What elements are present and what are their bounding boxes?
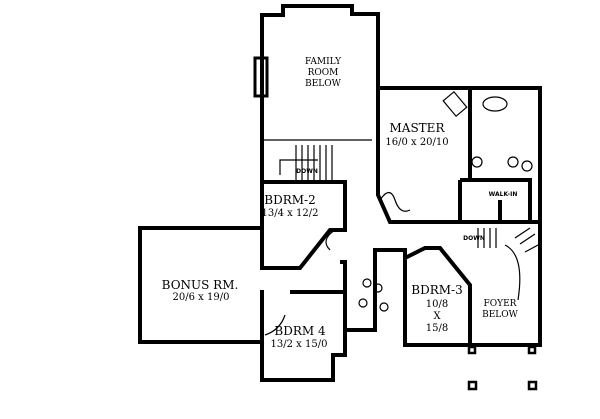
bdrm2-size: 13/4 x 12/2: [262, 208, 319, 219]
master-inner-wall: [376, 88, 462, 224]
bdrm2-walls: [260, 140, 347, 270]
sink: [373, 283, 383, 293]
bdrm4-size: 13/2 x 15/0: [271, 339, 328, 350]
master-size: 16/0 x 20/10: [385, 137, 448, 148]
family-room-walls: [260, 4, 380, 140]
master-label: MASTER: [390, 121, 446, 135]
bdrm2-label: BDRM-2: [264, 193, 315, 207]
sink: [362, 278, 372, 288]
fixtures: [264, 90, 533, 336]
door-swing: [325, 229, 336, 251]
bonus-walls: [138, 226, 262, 344]
walkin-walls: [460, 178, 532, 222]
bathtub: [482, 96, 508, 112]
fireplace: [253, 56, 269, 98]
foyer-label: FOYER: [484, 299, 517, 309]
bdrm3-size: 10/8: [426, 299, 448, 310]
door-swing: [379, 191, 411, 212]
toilet: [358, 298, 368, 308]
stairs: DOWN DOWN: [279, 145, 541, 301]
fireplace-master: [442, 90, 468, 118]
bdrm3-label: BDRM-3: [411, 283, 462, 297]
door-swing: [264, 314, 286, 336]
bdrm3-size: 15/8: [426, 323, 448, 334]
bdrm3-walls: [403, 246, 472, 347]
stair-down-label-2: DOWN: [463, 235, 485, 242]
bdrm4-label: BDRM 4: [274, 324, 326, 338]
toilet: [521, 160, 533, 172]
bdrm3-size: X: [433, 311, 441, 322]
family-room-label: ROOM: [308, 68, 339, 78]
bonus-room-label: BONUS RM.: [162, 278, 239, 292]
porch-posts: [467, 345, 538, 391]
family-room-label: FAMILY: [305, 57, 342, 67]
bonus-room-size: 20/6 x 19/0: [173, 292, 230, 303]
family-room-label: BELOW: [305, 79, 342, 89]
sink: [507, 156, 519, 168]
stair-down-label: DOWN: [296, 168, 318, 175]
sink: [471, 156, 483, 168]
walls: [138, 4, 542, 382]
toilet: [379, 302, 389, 312]
walkin-label: WALK-IN: [489, 191, 518, 198]
bath-walls: [340, 248, 407, 332]
foyer-label: BELOW: [482, 310, 519, 320]
